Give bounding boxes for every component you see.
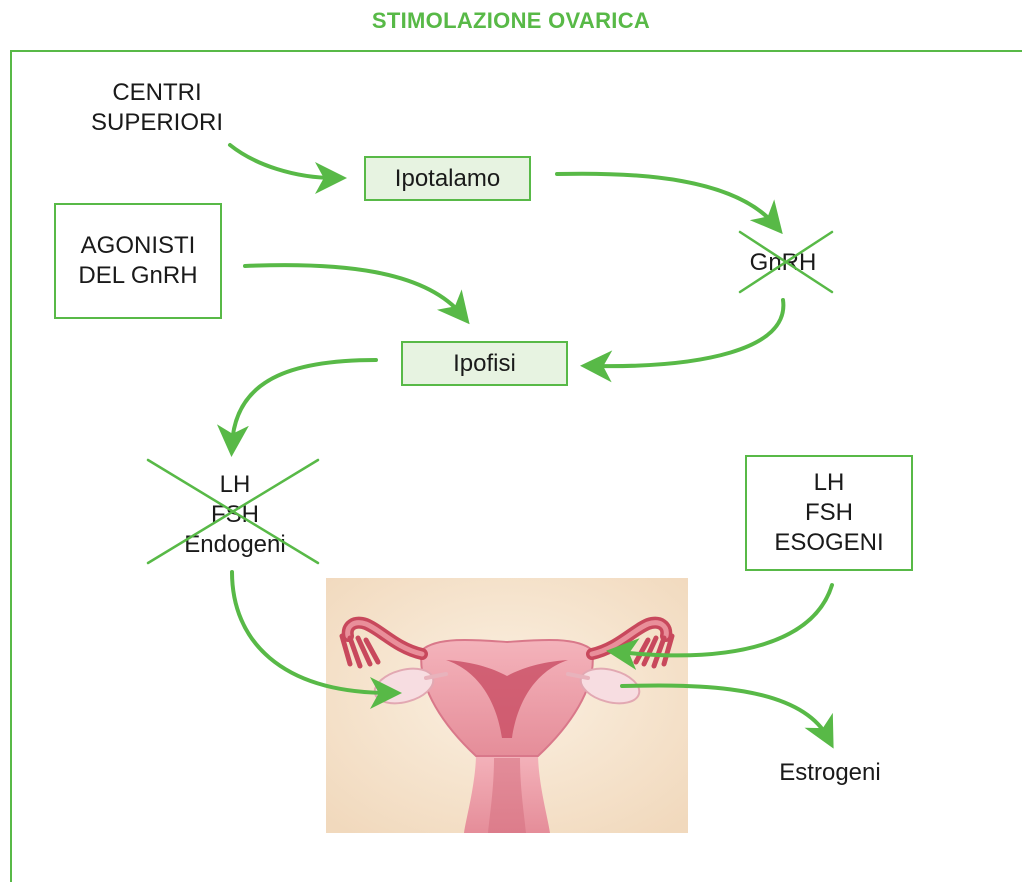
arrow-endogeni-to-ovary (232, 572, 390, 693)
arrow-centri-to-ipotalamo (230, 145, 335, 178)
arrow-gnrh-to-ipofisi (592, 300, 783, 366)
diagram-arrows-layer (0, 0, 1022, 857)
arrow-ipofisi-to-lh (232, 360, 376, 445)
arrow-agonisti-to-ipofisi (245, 265, 462, 315)
endogeni-cross-mark (148, 460, 318, 563)
arrow-ovary-to-estrogeni (622, 685, 828, 738)
arrow-ipotalamo-to-gnrh (557, 174, 775, 225)
gnrh-cross-mark (740, 232, 832, 292)
arrow-esogeni-to-ovary (618, 585, 832, 655)
